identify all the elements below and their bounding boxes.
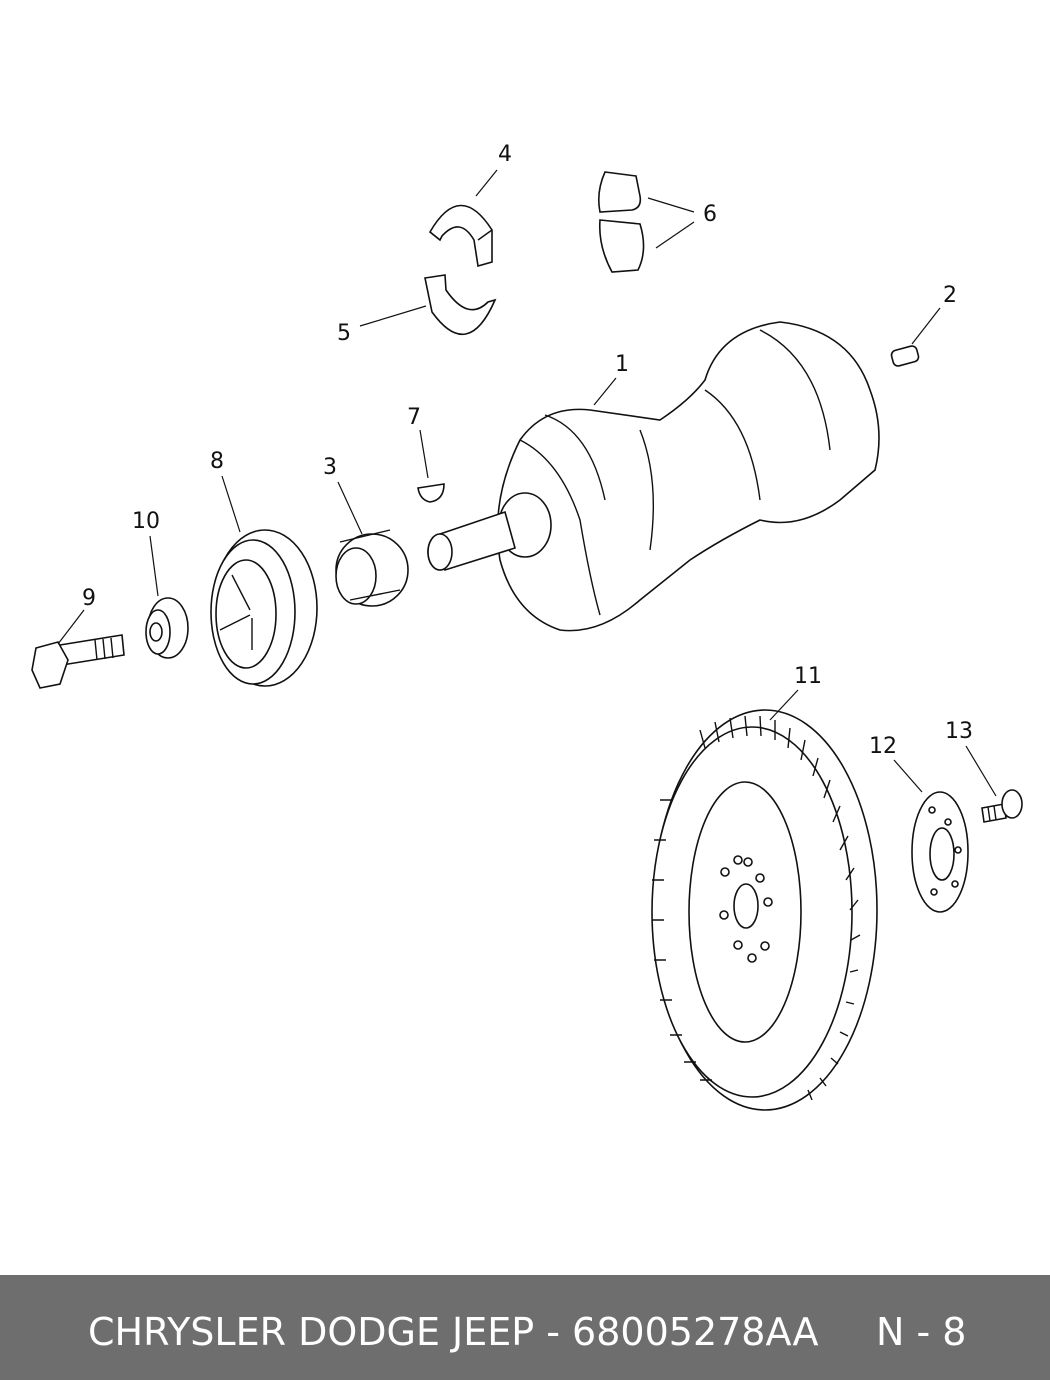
footer-bar: CHRYSLER DODGE JEEP - 68005278AA N - 8	[0, 1275, 1050, 1380]
callout-13: 13	[945, 719, 973, 744]
damper-bolt	[31, 634, 125, 689]
leader-lines	[57, 169, 997, 797]
woodruff-key	[417, 483, 445, 503]
callout-8: 8	[210, 449, 224, 474]
footer-part-title: CHRYSLER DODGE JEEP - 68005278AA	[88, 1310, 819, 1354]
bearing-shell-lower	[424, 274, 497, 336]
callout-7: 7	[407, 405, 421, 430]
callout-3: 3	[323, 455, 337, 480]
flexplate-bolt	[981, 789, 1023, 823]
callout-10: 10	[132, 509, 160, 534]
thrust-washers	[598, 171, 645, 273]
callout-9: 9	[82, 586, 96, 611]
crankshaft	[427, 321, 880, 632]
flexplate-spacer	[911, 791, 969, 913]
vibration-damper-pulley	[210, 529, 318, 687]
callout-4: 4	[498, 142, 512, 167]
exploded-parts-diagram: 4 5 6 2 1 7 3 8 10 9 11 12 13	[31, 142, 1023, 1111]
callout-5: 5	[337, 321, 351, 346]
callout-12: 12	[869, 734, 897, 759]
dowel-pin	[890, 345, 920, 367]
flexplate	[651, 709, 878, 1111]
damper-washer	[145, 597, 189, 659]
crankshaft-sprocket	[335, 529, 409, 607]
callout-1: 1	[615, 352, 629, 377]
footer-diagram-code: N - 8	[876, 1310, 967, 1354]
callout-2: 2	[943, 283, 957, 308]
callout-6: 6	[703, 202, 717, 227]
callout-11: 11	[794, 664, 822, 689]
bearing-shell-upper	[428, 204, 493, 268]
